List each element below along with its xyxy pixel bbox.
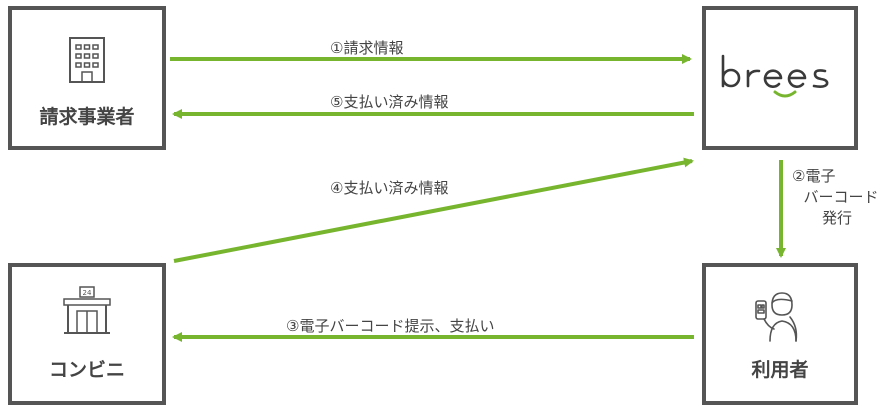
flow-2-label-line-1: ②電子 [792,167,836,185]
flow-2-label: ②電子 バーコード 発行 [786,166,896,229]
flow-3-label: ③電子バーコード提示、支払い [286,317,495,335]
user-box: 利用者 [702,263,858,405]
arrow-4-payment-info [173,157,694,263]
convenience-store-box: 24 コンビニ [8,263,166,405]
user-with-phone-icon [755,292,798,342]
biller-box: 請求事業者 [8,6,166,150]
store-sign-number: 24 [83,289,92,297]
flow-1-label: ①請求情報 [330,39,404,57]
brees-box [702,6,858,150]
biller-label: 請求事業者 [39,106,135,128]
flow-4-label: ④支払い済み情報 [330,179,449,197]
flow-2-label-line-3: 発行 [821,209,852,227]
convenience-store-label: コンビニ [48,359,125,381]
building-icon [69,37,105,83]
flow-5-label: ⑤支払い済み情報 [330,93,449,111]
brees-logo [721,54,829,98]
user-label: 利用者 [751,359,809,381]
convenience-store-icon: 24 [63,286,111,334]
flow-2-label-line-2: バーコード [803,188,879,206]
